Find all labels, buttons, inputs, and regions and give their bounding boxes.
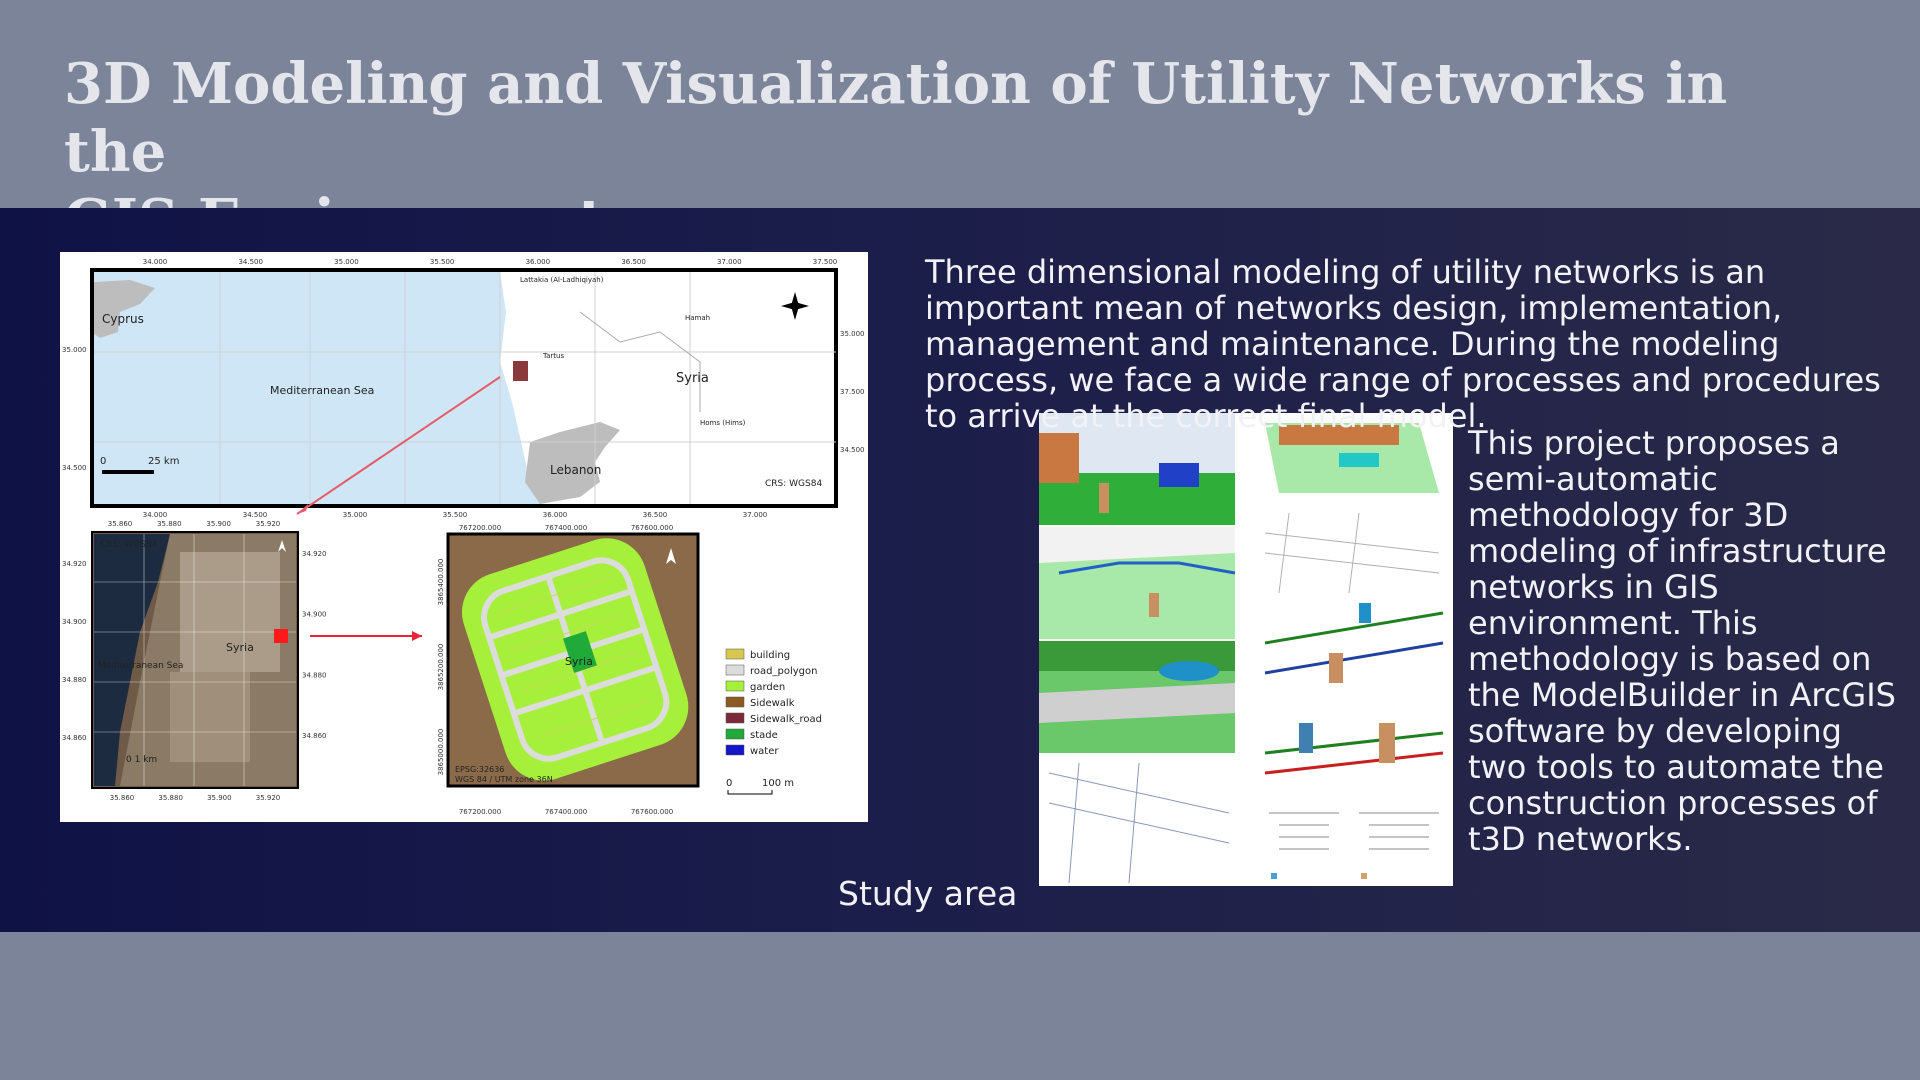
label-lattakia: Lattakia (Al-Ladhiqiyah) [520,276,604,284]
legend-label: building [750,650,790,661]
legend-label: Sidewalk_road [750,714,822,725]
3d-network-renders-figure [1039,413,1453,886]
site-epsg: EPSG:32636 [455,765,504,774]
axis-tick-label: 35.860 [108,520,133,528]
axis-tick-label: 36.500 [643,511,668,519]
label-crs: CRS: WGS84 [765,479,822,489]
axis-tick-label: 36.500 [621,258,646,266]
methodology-paragraph: This project proposes a semi-automatic m… [1468,424,1896,858]
title-line-1: 3D Modeling and Visualization of Utility… [64,51,1728,185]
city-satellite-panel: CRS: WGS84 Syria Mediterranean Sea 0 1 k… [62,520,327,802]
axis-tick-label: 767600.000 [631,524,673,532]
axis-tick-label: 37.000 [743,511,768,519]
axis-tick-label: 34.900 [302,611,327,619]
axis-tick-label: 34.860 [302,732,327,740]
site-syria: Syria [565,655,593,668]
legend-label: water [750,746,779,757]
axis-tick-label: 35.880 [158,794,183,802]
axis-tick-label: 35.900 [206,520,231,528]
scale-zero: 0 [100,456,106,467]
label-syria: Syria [676,371,709,386]
render-street-view-2 [1039,527,1236,639]
axis-tick-label: 34.500 [62,464,87,472]
axis-tick-label: 34.500 [243,511,268,519]
inset-sea: Mediterranean Sea [98,661,183,671]
axis-tick-label: 34.000 [143,511,168,519]
map-legend: building road_polygongardenSidewalkSidewa… [725,648,822,757]
legend-swatch [725,680,745,692]
axis-tick-label: 37.500 [813,258,838,266]
axis-tick-label: 34.500 [238,258,263,266]
legend-swatch [725,648,745,660]
legend-label: Sidewalk [750,698,795,709]
axis-tick-label: 36.000 [543,511,568,519]
axis-tick-label: 35.500 [443,511,468,519]
label-lebanon: Lebanon [550,463,601,477]
axis-tick-label: 34.500 [840,446,865,454]
study-area-map-figure: Cyprus Mediterranean Sea Syria Lebanon L… [60,252,868,822]
axis-tick-label: 3865200.000 [437,644,445,691]
render-aerial-buildings [1255,413,1453,501]
label-hamah: Hamah [685,314,710,322]
figure-caption: Study area [838,874,1018,913]
site-scale-m: 100 m [762,778,794,789]
overview-map-panel: Cyprus Mediterranean Sea Syria Lebanon L… [62,258,865,519]
legend-label: garden [750,682,785,693]
axis-tick-label: 35.000 [840,330,865,338]
axis-tick-label: 36.000 [526,258,551,266]
axis-tick-label: 34.900 [62,618,87,626]
legend-label: road_polygon [750,666,817,677]
render-network-wireframe-2 [1255,503,1453,594]
axis-tick-label: 35.500 [430,258,455,266]
legend-label: stade [750,730,778,741]
axis-tick-label: 35.920 [256,520,281,528]
legend-swatch [725,712,745,724]
legend-swatch [725,728,745,740]
render-pipe-network-1 [1255,595,1453,695]
axis-tick-label: 767600.000 [631,808,673,816]
label-cyprus: Cyprus [102,312,144,326]
axis-tick-label: 34.920 [302,550,327,558]
axis-tick-label: 34.860 [62,734,87,742]
axis-tick-label: 35.000 [62,346,87,354]
axis-tick-label: 35.900 [207,794,232,802]
axis-tick-label: 35.920 [256,794,281,802]
axis-tick-label: 35.880 [157,520,182,528]
site-wgs: WGS 84 / UTM zone 36N [455,775,553,784]
render-layer-legend [1255,799,1453,886]
inset-syria: Syria [226,641,254,654]
axis-tick-label: 35.000 [334,258,359,266]
render-network-wireframe-1 [1039,755,1235,886]
label-mediterranean-sea: Mediterranean Sea [270,384,374,397]
axis-tick-label: 34.920 [62,560,87,568]
axis-tick-label: 37.500 [840,388,865,396]
render-street-view-3 [1039,641,1235,753]
axis-tick-label: 3865000.000 [437,729,445,776]
axis-tick-label: 34.000 [143,258,168,266]
axis-tick-label: 34.880 [302,671,327,679]
axis-tick-label: 767200.000 [459,524,501,532]
axis-tick-label: 37.000 [717,258,742,266]
axis-tick-label: 767400.000 [545,524,587,532]
render-pipe-network-2 [1255,697,1453,797]
axis-tick-label: 767200.000 [459,808,501,816]
axis-tick-label: 34.880 [62,676,87,684]
legend-swatch [725,664,745,676]
intro-paragraph: Three dimensional modeling of utility ne… [925,253,1881,435]
axis-tick-label: 3865400.000 [437,559,445,606]
axis-tick-label: 35.860 [110,794,135,802]
legend-swatch [725,744,745,756]
inset-scale: 0 1 km [126,755,157,765]
inset-crs: CRS: WGS84 [100,540,157,550]
render-street-view-1 [1039,413,1235,525]
site-layout-panel: Syria EPSG:32636 WGS 84 / UTM zone 36N 7… [437,524,700,816]
label-homs: Homs (Hims) [700,419,746,427]
scale-km: 25 km [148,456,179,467]
axis-tick-label: 767400.000 [545,808,587,816]
axis-tick-label: 35.000 [343,511,368,519]
legend-swatch [725,696,745,708]
site-scale-zero: 0 [726,778,732,789]
label-tartus: Tartus [542,352,564,360]
